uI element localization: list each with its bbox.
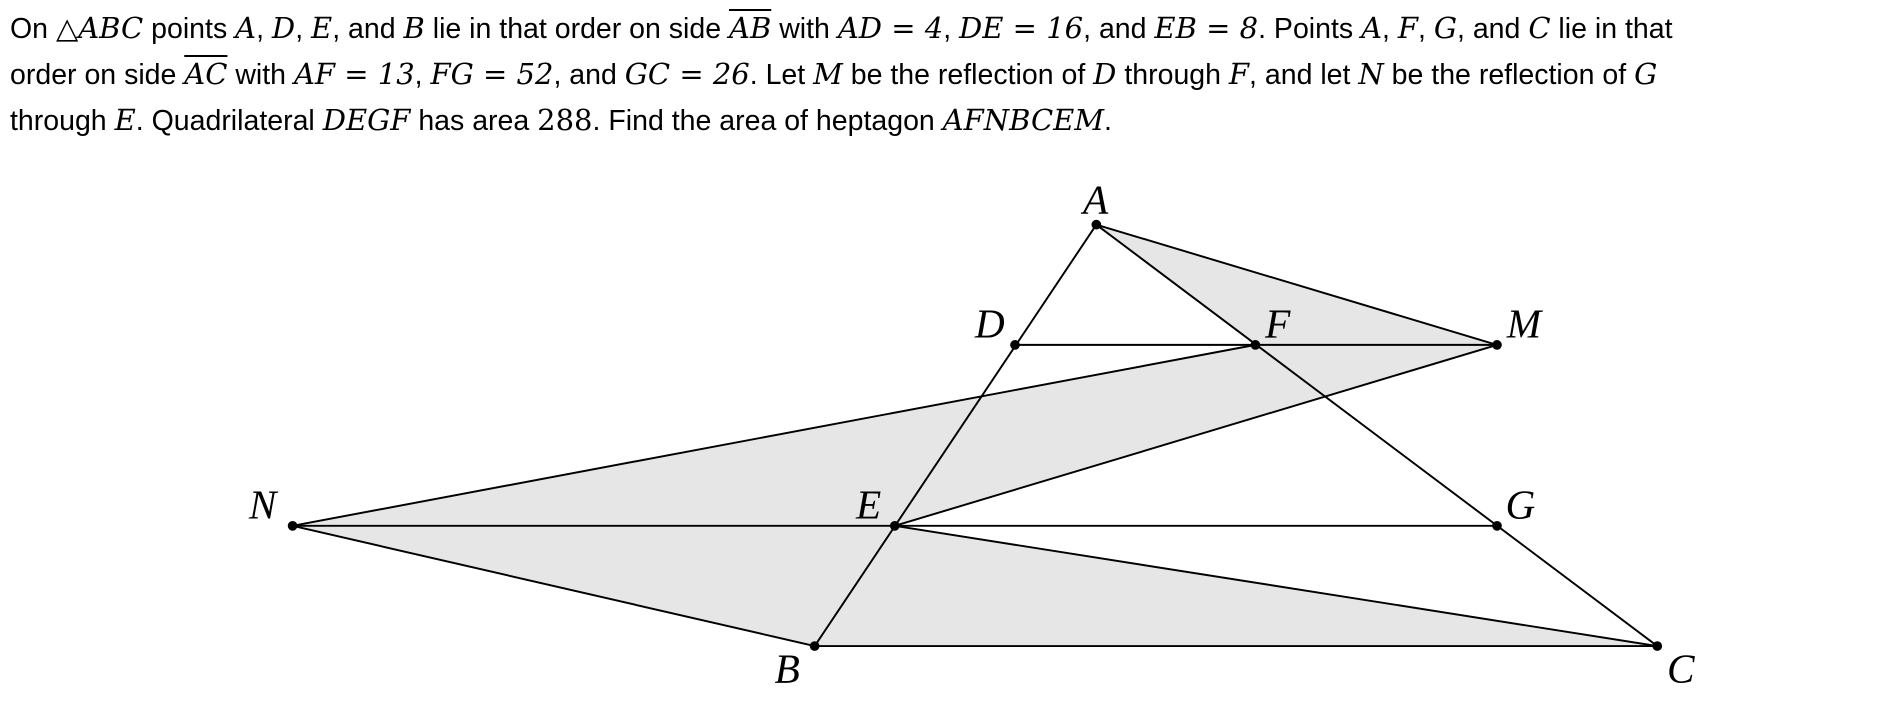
point-f: [1250, 340, 1261, 350]
math-expression: G: [1433, 11, 1457, 45]
text-fragment: . Find the area of heptagon: [592, 105, 943, 137]
label-n: N: [248, 482, 279, 528]
math-expression: G: [1634, 57, 1658, 91]
text-fragment: points: [143, 13, 236, 45]
text-fragment: . Let: [749, 59, 814, 91]
math-expression: AFNBCEM: [942, 103, 1105, 137]
segment-fn: [292, 343, 1256, 527]
text-fragment: lie in that: [1550, 13, 1673, 45]
text-fragment: .: [1104, 105, 1112, 137]
math-expression: DE = 16: [959, 11, 1084, 45]
heptagon-afnbcem-shaded: [292, 224, 1658, 647]
point-a: [1091, 219, 1102, 230]
label-f: F: [1264, 301, 1291, 347]
text-fragment: through: [1116, 59, 1229, 91]
math-expression: M: [813, 57, 843, 91]
math-expression: N: [1358, 57, 1384, 91]
text-fragment: , and let: [1249, 59, 1359, 91]
segment-em: [894, 343, 1498, 527]
text-fragment: ,: [295, 13, 312, 45]
problem-line: order on side AC with AF = 13, FG = 52, …: [10, 52, 1673, 98]
segment-ce: [894, 524, 1658, 648]
text-fragment: ,: [1382, 13, 1398, 45]
point-m: [1492, 340, 1502, 350]
math-expression: C: [1528, 11, 1551, 45]
math-expression: 288: [537, 103, 593, 137]
math-expression: F: [1228, 57, 1250, 91]
problem-line: through E. Quadrilateral DEGF has area 2…: [10, 98, 1673, 144]
math-expression: GC = 26: [624, 57, 750, 91]
math-expression: F: [1397, 11, 1418, 45]
math-expression: D: [1093, 57, 1117, 91]
text-fragment: ,: [943, 13, 960, 45]
point-d: [1010, 340, 1020, 350]
text-fragment: , and: [553, 59, 625, 91]
text-fragment: ,: [414, 59, 431, 91]
text-fragment: ,: [1417, 13, 1434, 45]
text-fragment: , and: [1457, 13, 1529, 45]
label-c: C: [1667, 645, 1695, 691]
text-fragment: , and: [332, 13, 404, 45]
label-g: G: [1505, 482, 1535, 528]
point-g: [1492, 520, 1502, 531]
label-a: A: [1080, 177, 1109, 223]
point-c: [1652, 641, 1663, 651]
math-expression: E: [114, 103, 136, 137]
problem-line: On △ABC points A, D, E, and B lie in tha…: [10, 6, 1673, 52]
text-fragment: order on side: [10, 59, 185, 91]
text-fragment: through: [10, 105, 115, 137]
label-m: M: [1506, 301, 1544, 347]
text-fragment: . Quadrilateral: [135, 105, 323, 137]
text-fragment: has area: [410, 105, 538, 137]
text-fragment: with: [227, 59, 294, 91]
text-fragment: with: [771, 13, 838, 45]
text-fragment: On: [10, 13, 56, 45]
label-e: E: [855, 482, 881, 528]
math-expression: B: [403, 11, 425, 45]
math-expression: D: [271, 11, 296, 45]
segment-am: [1096, 223, 1498, 346]
point-e: [889, 520, 900, 531]
text-fragment: be the reflection of: [842, 59, 1094, 91]
label-d: D: [974, 301, 1005, 347]
label-b: B: [775, 645, 800, 691]
point-n: [287, 520, 298, 531]
text-fragment: . Points: [1258, 13, 1362, 45]
math-expression: FG = 52: [430, 57, 554, 91]
math-expression: △ABC: [55, 11, 144, 45]
point-b: [809, 641, 820, 651]
text-fragment: be the reflection of: [1383, 59, 1635, 91]
math-expression: AC: [184, 57, 228, 91]
math-expression: E: [311, 11, 333, 45]
segment-ac: [1095, 223, 1658, 647]
text-fragment: ,: [256, 13, 272, 45]
math-expression: A: [1361, 11, 1383, 45]
segment-nb: [292, 524, 815, 648]
text-fragment: lie in that order on side: [424, 13, 730, 45]
math-expression: DEGF: [322, 103, 411, 137]
math-expression: AB: [729, 11, 772, 45]
math-expression: AF = 13: [293, 57, 415, 91]
math-expression: A: [235, 11, 257, 45]
math-expression: AD = 4: [837, 11, 944, 45]
segment-ab: [813, 224, 1098, 647]
math-expression: EB = 8: [1154, 11, 1259, 45]
text-fragment: , and: [1083, 13, 1155, 45]
problem-statement: On △ABC points A, D, E, and B lie in tha…: [10, 6, 1673, 144]
